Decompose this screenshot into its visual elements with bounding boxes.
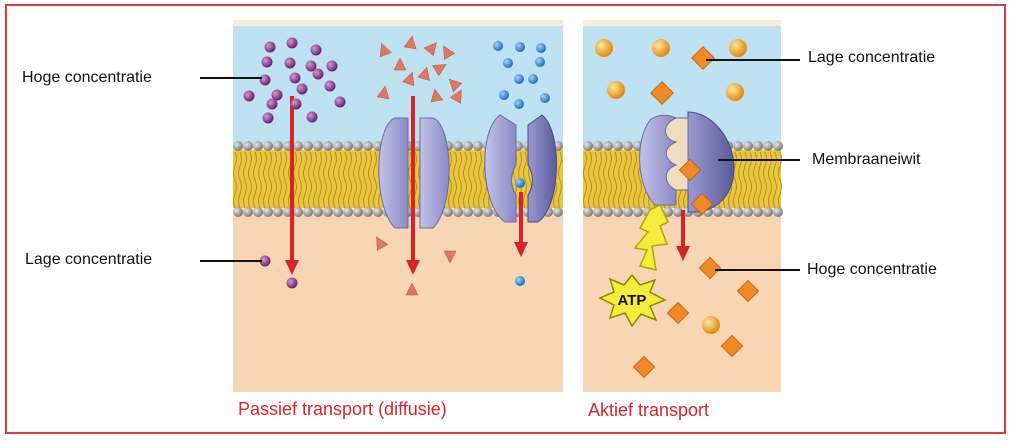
purple-molecule — [286, 37, 298, 49]
blue-molecule — [515, 42, 525, 52]
purple-molecule — [266, 98, 278, 110]
energy-bolt-icon — [633, 203, 669, 272]
blue-molecule — [536, 43, 546, 53]
purple-molecule — [324, 80, 336, 92]
orange-square-molecule — [650, 81, 674, 105]
salmon-molecule — [443, 250, 457, 264]
blue-molecule — [515, 276, 525, 286]
orange-molecule — [726, 83, 744, 101]
purple-molecule — [310, 44, 322, 56]
salmon-molecule — [379, 42, 392, 58]
blue-molecule — [514, 74, 524, 84]
blue-molecule — [535, 57, 545, 67]
purple-molecule — [326, 60, 338, 72]
molecules — [243, 35, 760, 379]
blue-molecule — [493, 41, 503, 51]
figure-frame — [5, 4, 1006, 434]
orange-molecule — [607, 81, 625, 99]
orange-square-molecule — [736, 279, 760, 303]
salmon-molecule — [376, 85, 390, 100]
orange-molecule — [595, 39, 613, 57]
purple-molecule — [262, 112, 274, 124]
orange-molecule — [729, 39, 747, 57]
salmon-molecule — [402, 71, 415, 87]
purple-molecule — [284, 57, 296, 69]
blue-molecule — [515, 178, 525, 188]
active-panel — [583, 20, 783, 392]
label-left-high-concentration: Hoge concentratie — [22, 69, 152, 86]
blue-molecule — [503, 58, 513, 68]
purple-molecule — [290, 98, 302, 110]
blue-molecule — [528, 74, 538, 84]
diffusion-arrow — [406, 96, 420, 275]
purple-molecule — [243, 90, 255, 102]
purple-molecule — [296, 83, 308, 95]
diffusion-arrow — [285, 96, 299, 275]
salmon-molecule — [423, 42, 437, 57]
blue-molecule — [514, 99, 524, 109]
salmon-molecule — [393, 57, 407, 71]
salmon-molecule — [449, 89, 462, 104]
orange-square-molecule — [720, 334, 744, 358]
carrier-protein — [484, 114, 557, 223]
purple-molecule — [259, 255, 271, 267]
active-transport-arrow — [676, 210, 690, 261]
label-right-low-concentration: Lage concentratie — [808, 49, 936, 66]
diffusion-arrow — [514, 192, 528, 257]
inside-region — [233, 210, 563, 392]
orange-square-molecule — [691, 46, 715, 70]
salmon-molecule — [405, 282, 419, 296]
salmon-molecule — [403, 35, 417, 50]
orange-square-molecule — [690, 192, 714, 216]
orange-molecule — [702, 316, 720, 334]
orange-molecule — [652, 39, 670, 57]
orange-square-molecule — [698, 256, 722, 280]
leader-lines — [200, 59, 800, 271]
salmon-molecule — [417, 66, 430, 81]
salmon-molecule — [376, 236, 389, 251]
purple-molecule — [286, 277, 298, 289]
salmon-molecule — [443, 45, 456, 60]
channel-protein — [378, 117, 450, 229]
purple-molecule — [289, 72, 301, 84]
atp-icon: ATP — [598, 273, 667, 328]
atp-label: ATP — [618, 292, 647, 309]
purple-molecule — [261, 56, 273, 68]
purple-molecule — [271, 89, 283, 101]
label-left-low-concentration: Lage concentratie — [25, 251, 153, 268]
purple-molecule — [334, 96, 346, 108]
purple-molecule — [306, 111, 318, 123]
purple-molecule — [305, 60, 317, 72]
salmon-molecule — [448, 78, 463, 93]
purple-molecule — [312, 68, 324, 80]
salmon-molecule — [432, 64, 447, 77]
orange-square-molecule — [678, 158, 702, 182]
salmon-molecule — [430, 88, 444, 103]
caption-passive-transport: Passief transport (diffusie) — [238, 399, 447, 419]
purple-molecule — [259, 74, 271, 86]
blue-molecule — [540, 93, 550, 103]
blue-molecule — [499, 90, 509, 100]
label-membrane-protein: Membraaneiwit — [812, 151, 921, 168]
orange-square-molecule — [666, 301, 690, 325]
caption-active-transport: Aktief transport — [588, 400, 710, 420]
label-right-high-concentration: Hoge concentratie — [807, 261, 937, 278]
orange-square-molecule — [632, 355, 656, 379]
purple-molecule — [264, 41, 276, 53]
